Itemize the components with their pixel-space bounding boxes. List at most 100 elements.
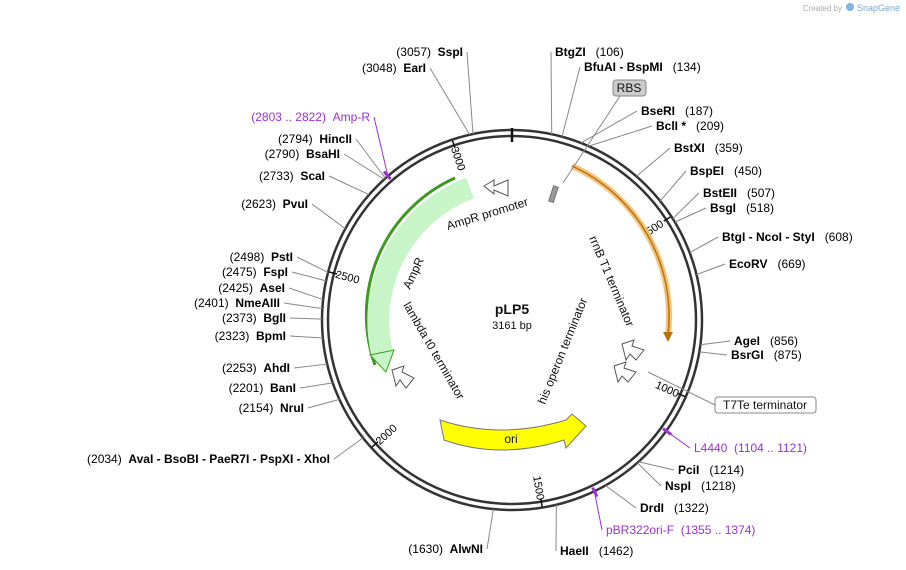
plasmid-name: pLP5	[495, 301, 529, 317]
primer-mark	[662, 427, 672, 436]
ori-arrow-body	[439, 413, 587, 451]
restriction-site-label[interactable]: BstEII (507)	[703, 186, 775, 200]
restriction-site-label[interactable]: (3048) EarI	[362, 61, 426, 75]
ampr-arrowhead-icon	[369, 349, 395, 373]
snapgene-logo-icon	[846, 3, 854, 11]
restriction-site-label[interactable]: (2623) PvuI	[241, 197, 308, 211]
restriction-site-label[interactable]: (1630) AlwNI	[408, 542, 483, 556]
ring-tick-mark	[663, 216, 671, 222]
site-name: FspI	[263, 265, 288, 279]
primer-label[interactable]: L4440 (1104 .. 1121)	[694, 441, 807, 455]
restriction-site-label[interactable]: DrdI (1322)	[640, 501, 709, 515]
site-name: DrdI	[640, 501, 664, 515]
site-connector	[550, 51, 553, 135]
restriction-site-label[interactable]: (2794) HincII	[278, 132, 352, 146]
site-name: AvaI - BsoBI - PaeR7I - PspXI - XhoI	[128, 452, 330, 466]
restriction-site-label[interactable]: (2790) BsaHI	[265, 147, 340, 161]
site-position: (1462)	[599, 544, 634, 558]
site-connector	[672, 192, 700, 219]
site-position: (2498)	[230, 250, 265, 264]
restriction-site-label[interactable]: (2401) NmeAIII	[194, 296, 280, 310]
restriction-site-label[interactable]: HaeII (1462)	[560, 544, 633, 558]
ring-tick-label: 2000	[374, 422, 400, 447]
restriction-site-label[interactable]: (2498) PstI	[230, 250, 293, 264]
ring-tick-label: 2500	[334, 269, 361, 287]
site-position: (2790)	[265, 147, 300, 161]
site-position: (106)	[596, 45, 624, 59]
restriction-site-label[interactable]: (2475) FspI	[222, 265, 288, 279]
site-position: (856)	[770, 334, 798, 348]
ring-tick-mark	[371, 441, 379, 448]
restriction-site-label[interactable]: (2201) BanI	[229, 381, 296, 395]
site-position: (2201)	[229, 381, 264, 395]
restriction-site-label[interactable]: (2253) AhdI	[222, 361, 290, 375]
site-connector	[699, 351, 728, 356]
site-position: (518)	[746, 201, 774, 215]
restriction-site-label[interactable]: BspEI (450)	[690, 164, 762, 178]
site-name: ScaI	[300, 169, 325, 183]
site-position: (450)	[734, 164, 762, 178]
site-position: (1214)	[709, 463, 744, 477]
feature-label-lambda-t0: lambda t0 terminator	[400, 300, 467, 402]
restriction-site-label[interactable]: BclI * (209)	[656, 119, 724, 133]
primer-label[interactable]: pBR322ori-F (1355 .. 1374)	[606, 523, 755, 537]
ring-tick-mark	[451, 140, 456, 149]
site-connector	[328, 175, 370, 196]
rrnb-t1-arrowhead-icon	[663, 332, 673, 342]
site-position: (134)	[673, 60, 701, 74]
site-name: BpmI	[256, 329, 286, 343]
restriction-site-label[interactable]: NspI (1218)	[665, 479, 736, 493]
site-name: BfuAI - BspMI	[584, 60, 663, 74]
restriction-site-label[interactable]: (2733) ScaI	[259, 169, 325, 183]
site-position: (2803 .. 2822)	[251, 110, 326, 124]
restriction-site-label[interactable]: BsgI (518)	[710, 201, 774, 215]
restriction-site-label[interactable]: BstXI (359)	[674, 141, 743, 155]
site-connector	[605, 485, 637, 509]
feature-label-his-operon: his operon terminator	[535, 296, 590, 406]
restriction-site-label[interactable]: BtgZI (106)	[555, 45, 624, 59]
site-connector	[289, 335, 323, 339]
site-connector	[343, 153, 385, 180]
site-position: (2425)	[218, 281, 253, 295]
site-position: (1104 .. 1121)	[734, 441, 807, 455]
site-connector	[296, 256, 329, 273]
restriction-site-label[interactable]: (2154) NruI	[239, 401, 304, 415]
rbs-connector	[562, 95, 621, 184]
ring-tick-label: 1500	[530, 475, 546, 501]
site-name: BanI	[270, 381, 296, 395]
rrnb-t1-terminator-core	[571, 165, 670, 336]
restriction-site-label[interactable]: (2373) BglI	[222, 311, 286, 325]
restriction-site-label[interactable]: EcoRV (669)	[729, 257, 806, 271]
site-connector	[637, 462, 662, 487]
site-name: NspI	[665, 479, 691, 493]
primer-label[interactable]: (2803 .. 2822) Amp-R	[251, 110, 370, 124]
site-name: BclI *	[656, 119, 686, 133]
site-position: (3057)	[396, 45, 431, 59]
primer-mark	[591, 486, 599, 498]
restriction-site-label[interactable]: (3057) SspI	[396, 45, 463, 59]
restriction-site-label[interactable]: BsrGI (875)	[731, 348, 802, 362]
site-name: AgeI	[734, 334, 760, 348]
restriction-site-label[interactable]: BfuAI - BspMI (134)	[584, 60, 701, 74]
site-position: (1355 .. 1374)	[681, 523, 756, 537]
site-name: AlwNI	[450, 542, 483, 556]
site-connector	[355, 138, 386, 179]
restriction-site-label[interactable]: PciI (1214)	[678, 463, 744, 477]
site-name: BsgI	[710, 201, 736, 215]
site-name: pBR322ori-F	[606, 523, 674, 537]
ring-tick-label: 3000	[448, 145, 467, 172]
site-position: (2154)	[239, 401, 274, 415]
restriction-site-label[interactable]: BseRI (187)	[641, 104, 713, 118]
site-connector	[638, 461, 675, 471]
site-name: BstXI	[674, 141, 705, 155]
site-position: (2373)	[222, 311, 257, 325]
restriction-site-label[interactable]: BtgI - NcoI - StyI (608)	[722, 230, 853, 244]
site-name: BtgI - NcoI - StyI	[722, 230, 815, 244]
restriction-site-label[interactable]: (2425) AseI	[218, 281, 285, 295]
restriction-site-label[interactable]: (2034) AvaI - BsoBI - PaeR7I - PspXI - X…	[87, 452, 330, 466]
site-name: PciI	[678, 463, 699, 477]
credit-prefix: Created by	[803, 4, 842, 13]
site-connector	[373, 116, 389, 177]
restriction-site-label[interactable]: (2323) BpmI	[215, 329, 286, 343]
restriction-site-label[interactable]: AgeI (856)	[734, 334, 798, 348]
